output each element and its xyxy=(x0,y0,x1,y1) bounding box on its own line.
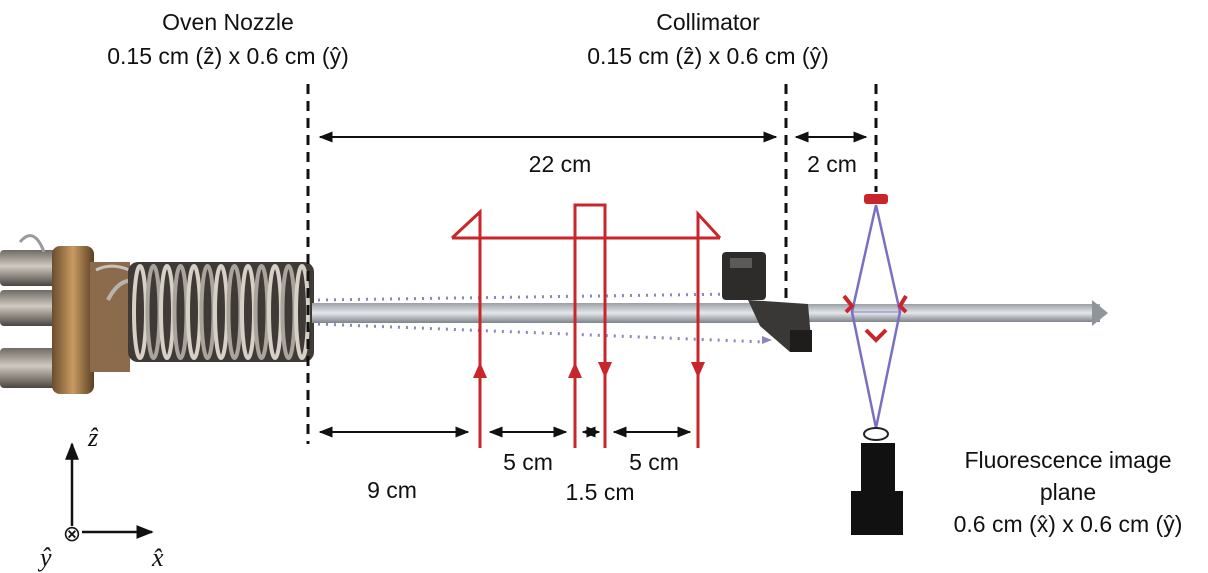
distance-label-5cm-a: 5 cm xyxy=(503,449,553,475)
laser-beam-2-3 xyxy=(573,203,607,448)
fluorescence-label-line2: plane xyxy=(1040,479,1096,505)
dimension-arrows xyxy=(318,131,868,438)
laser-beam-4 xyxy=(696,210,722,448)
imaging-optics xyxy=(842,194,908,535)
beam-divergence-upper xyxy=(317,292,736,302)
x-axis-label: x̂ xyxy=(151,543,164,572)
text-labels: Oven Nozzle 0.15 cm (ẑ) x 0.6 cm (ŷ) Col… xyxy=(107,9,1182,537)
imaging-lens xyxy=(863,427,889,441)
position-markers xyxy=(306,84,878,444)
collimator-hardware xyxy=(722,252,812,352)
collimator-title: Collimator xyxy=(656,9,760,35)
beam-tube-upstream xyxy=(312,303,762,323)
oven-cylinder-middle xyxy=(0,290,60,326)
beam-arrowhead xyxy=(1092,300,1108,326)
oven-cylinder-top xyxy=(0,250,60,286)
atomic-beam xyxy=(312,292,1108,344)
coordinate-axes: ⊗ ẑ x̂ ŷ xyxy=(37,423,164,572)
collimator-dimensions: 0.15 cm (ẑ) x 0.6 cm (ŷ) xyxy=(587,43,829,69)
y-axis-into-page-icon: ⊗ xyxy=(63,522,81,547)
oven-nozzle-dimensions: 0.15 cm (ẑ) x 0.6 cm (ŷ) xyxy=(107,43,349,69)
distance-label-1-5cm: 1.5 cm xyxy=(565,479,634,505)
fluorescence-source-marker xyxy=(864,194,888,204)
beam-tube-downstream xyxy=(760,304,1100,322)
z-axis-label: ẑ xyxy=(87,423,99,452)
laser-arrow-down-4 xyxy=(691,362,705,378)
distance-label-22cm: 22 cm xyxy=(529,151,592,177)
oven-flange xyxy=(52,246,94,394)
heater-coil xyxy=(132,264,310,360)
laser-beams xyxy=(450,203,722,448)
distance-label-5cm-b: 5 cm xyxy=(629,449,679,475)
distance-label-2cm: 2 cm xyxy=(807,151,857,177)
camera-body xyxy=(851,491,903,535)
laser-arrow-up-1 xyxy=(473,362,487,378)
oven-nozzle-title: Oven Nozzle xyxy=(162,9,294,35)
oven-body xyxy=(90,262,130,372)
laser-arrow-down-3 xyxy=(598,362,612,378)
oven-assembly xyxy=(0,234,314,394)
laser-arrow-up-2 xyxy=(568,362,582,378)
camera-lens-barrel xyxy=(861,443,895,493)
laser-beam-1 xyxy=(450,208,482,448)
fluorescence-dimensions: 0.6 cm (x̂) x 0.6 cm (ŷ) xyxy=(954,511,1183,537)
oven-cylinder-bottom xyxy=(0,348,60,388)
distance-label-9cm: 9 cm xyxy=(367,477,417,503)
fluorescence-label-line1: Fluorescence image xyxy=(964,447,1171,473)
y-axis-label: ŷ xyxy=(37,543,52,572)
